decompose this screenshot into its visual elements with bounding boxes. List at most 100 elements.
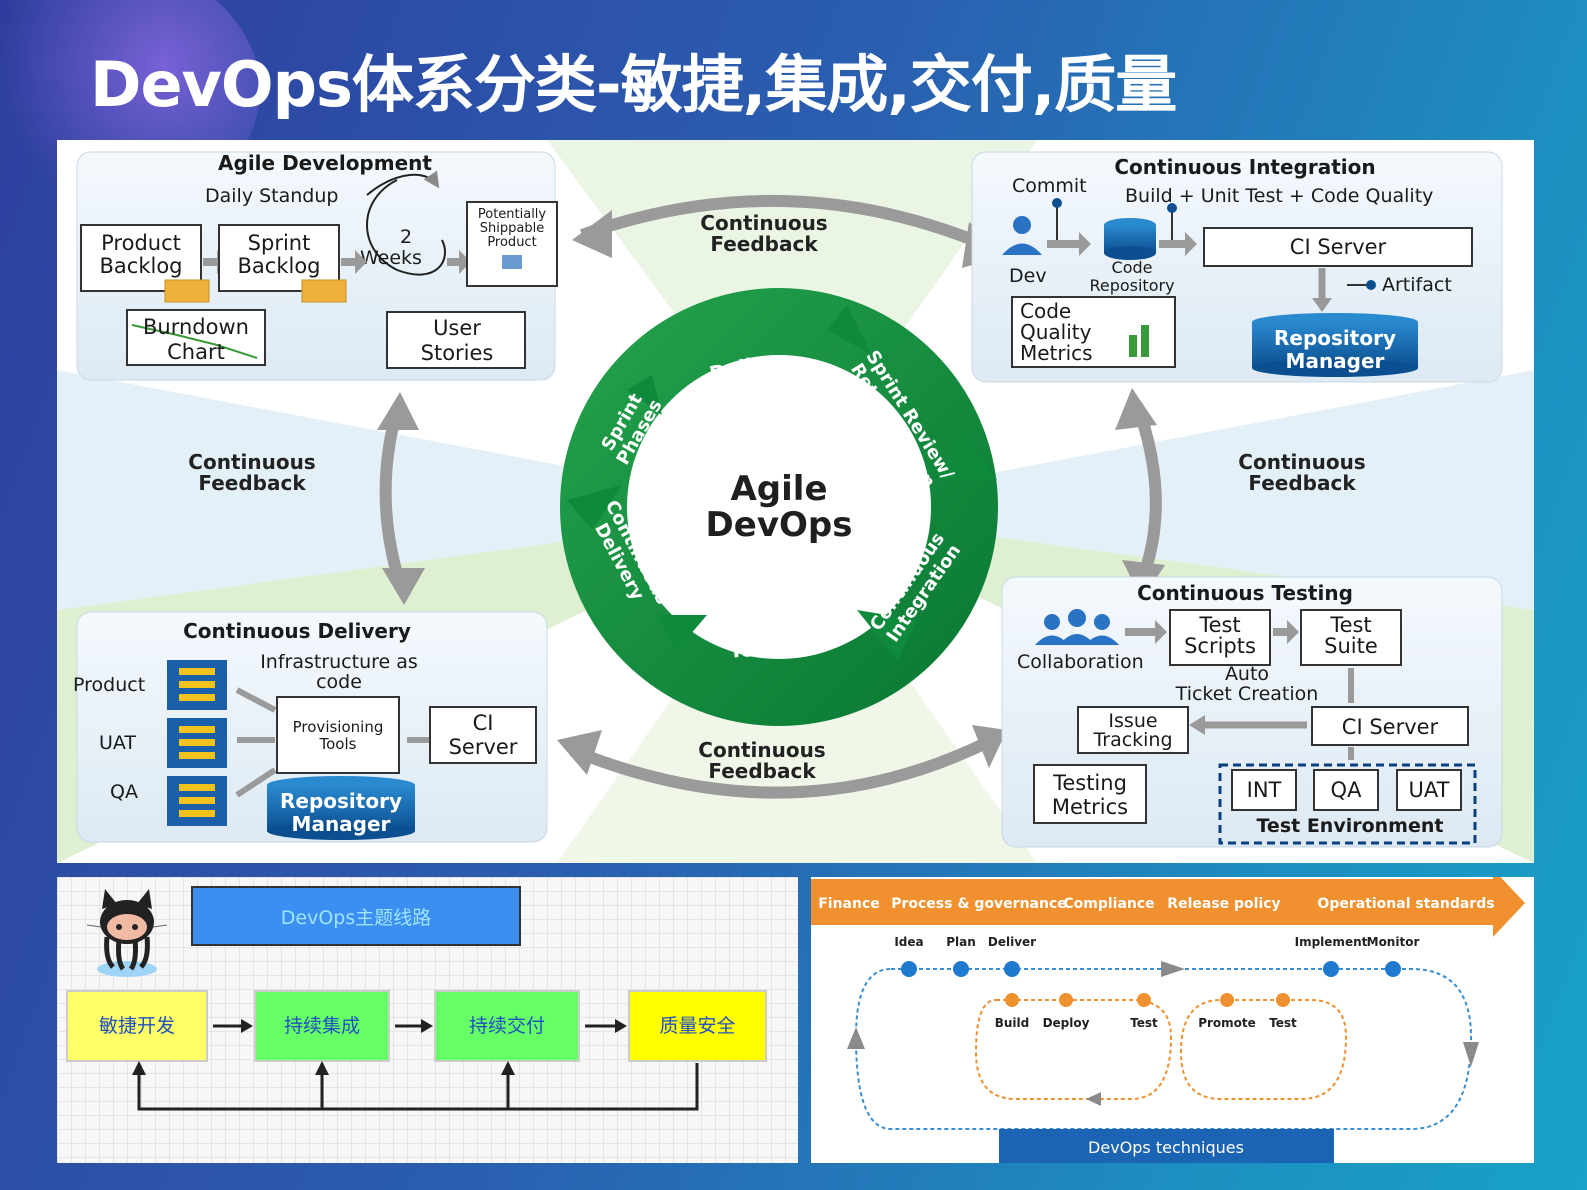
product-backlog-l1: Product — [101, 231, 181, 255]
testing-metrics-box — [1033, 764, 1147, 824]
techniques-footer-label: DevOps techniques — [1088, 1138, 1244, 1157]
testing-metrics-l2: Metrics — [1052, 795, 1128, 819]
ci-issue-arrowhead — [1189, 715, 1205, 735]
burndown-l2: Chart — [167, 340, 225, 364]
arrow-icon — [1273, 620, 1299, 644]
ct-qa-box — [1313, 769, 1379, 811]
agile-devops-diagram: Continuous Feedback Continuous Feedback … — [57, 140, 1534, 863]
feedback-arrowhead-top-left — [572, 210, 612, 258]
feedback-arrowhead-left-top — [377, 392, 419, 430]
techniques-bar — [811, 877, 1525, 937]
bar-label: Operational standards — [1317, 896, 1494, 912]
inner-node-label: Build — [995, 1016, 1030, 1030]
page-title: DevOps体系分类-敏捷,集成,交付,质量 — [90, 48, 1177, 121]
inner-node-label: Deploy — [1043, 1016, 1090, 1030]
feedback-label-top-2: Feedback — [710, 232, 818, 256]
devops-theme-flow: DevOps主题线路 敏捷开发持续集成持续交付质量安全 — [57, 877, 798, 1163]
uat-env-label: UAT — [99, 732, 136, 754]
top-node-dot — [1004, 961, 1020, 977]
center-label-devops: DevOps — [706, 505, 853, 545]
techniques-footer-box — [999, 1129, 1334, 1163]
flow-steps: 敏捷开发持续集成持续交付质量安全 — [66, 990, 767, 1111]
flow-step-box — [628, 990, 767, 1062]
standup-loop — [366, 179, 446, 276]
ring-arrow-5 — [567, 485, 622, 530]
build-line-label: Build + Unit Test + Code Quality — [1125, 185, 1433, 207]
potentially-l2: Shippable — [480, 221, 544, 236]
ring-arrow-1 — [827, 305, 872, 355]
flow-arrowhead — [615, 1019, 627, 1033]
cd-repo-l1: Repository — [280, 789, 402, 813]
ct-uat-box — [1396, 769, 1462, 811]
flow-header-label: DevOps主题线路 — [281, 907, 431, 929]
server-icon-uat — [167, 718, 227, 768]
arrow-icon — [341, 250, 367, 274]
issue-tracking-l1: Issue — [1108, 710, 1157, 732]
feedback-label-right-1: Continuous — [1238, 450, 1365, 474]
feedback-label-right-2: Feedback — [1248, 471, 1356, 495]
int-label: INT — [1247, 778, 1282, 802]
flow-arrowhead-inner — [1086, 1092, 1101, 1106]
bar-label: Process & governance — [891, 896, 1067, 912]
feedback-arrowhead-left-bottom — [382, 568, 425, 605]
issue-tracking-l2: Tracking — [1092, 729, 1172, 751]
dev-label: Dev — [1009, 265, 1047, 287]
potentially-l3: Product — [487, 235, 536, 250]
top-node-dot — [1323, 961, 1339, 977]
int-box — [1231, 769, 1297, 811]
provision-arrow-product — [235, 687, 277, 713]
test-scripts-l1: Test — [1198, 613, 1240, 637]
feedback-arrowhead — [501, 1061, 515, 1075]
standup-arrow — [366, 170, 440, 196]
burndown-l1: Burndown — [143, 315, 249, 339]
ring-arrow-2 — [937, 430, 997, 480]
ring-inner — [627, 355, 931, 659]
artifact-pin-head — [1366, 280, 1376, 290]
feedback-label-left-2: Feedback — [198, 471, 306, 495]
folder-icon — [164, 279, 210, 303]
inner-node-dot — [1137, 993, 1151, 1007]
infra-l2: code — [316, 671, 362, 693]
octocat-icon — [86, 889, 168, 977]
product-backlog-l2: Backlog — [100, 254, 183, 278]
repo-manager-l1: Repository — [1274, 326, 1396, 350]
outer-loop — [854, 968, 1473, 1130]
ct-uat-label: UAT — [1409, 778, 1450, 802]
auto-label: Auto — [1225, 663, 1269, 685]
two-label: 2 — [400, 226, 412, 248]
left-blue-wedge — [57, 370, 797, 610]
feedback-arrow-top — [579, 194, 1000, 256]
flow-step-label: 质量安全 — [659, 1015, 735, 1037]
cd-title: Continuous Delivery — [183, 619, 411, 643]
inner-node-label: Test — [1269, 1016, 1297, 1030]
code-quality-l3: Metrics — [1020, 341, 1093, 365]
feedback-arrow-bottom — [569, 734, 995, 799]
arrow-icon — [1159, 232, 1197, 256]
cd-repo-cyl-bottom — [267, 822, 415, 840]
cd-repo-l2: Manager — [292, 812, 391, 836]
feedback-line — [137, 1063, 699, 1111]
flow-arrowhead — [241, 1019, 253, 1033]
top-node-label: Deliver — [988, 935, 1036, 949]
agile-title: Agile Development — [218, 151, 432, 175]
top-node-dot — [953, 961, 969, 977]
weeks-label: Weeks — [360, 247, 422, 269]
feedback-label-bottom-2: Feedback — [708, 759, 816, 783]
ring-arrow-4 — [657, 615, 707, 650]
product-env-label: Product — [73, 674, 145, 696]
test-suite-l1: Test — [1329, 613, 1371, 637]
top-node-label: Monitor — [1367, 935, 1420, 949]
flow-arrowhead — [421, 1019, 433, 1033]
product-icon — [502, 255, 522, 269]
collaboration-label: Collaboration — [1017, 651, 1144, 673]
dev-person-body — [1002, 243, 1042, 255]
issue-tracking-box — [1077, 706, 1189, 754]
ci-server-label: CI Server — [1290, 235, 1387, 259]
inner-loop-left — [974, 999, 1173, 1100]
feedback-arrowhead-bottom-right — [972, 725, 1007, 768]
sprint-backlog-l1: Sprint — [248, 231, 311, 255]
ct-ci-server-label: CI Server — [1342, 715, 1439, 739]
cd-ci-server-l2: Server — [449, 735, 518, 759]
